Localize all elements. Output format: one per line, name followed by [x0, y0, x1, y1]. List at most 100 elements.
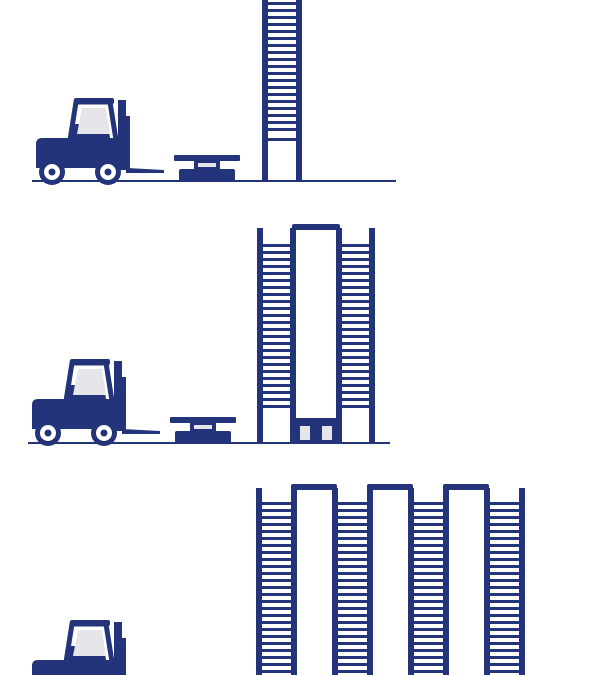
rack-shelf	[263, 307, 290, 310]
rack-shelf	[262, 572, 291, 575]
rack-shelf	[414, 628, 443, 631]
rack-shelf	[414, 586, 443, 589]
rack-shelf	[338, 565, 367, 568]
rack-shelf	[490, 628, 519, 631]
rack-shelf	[490, 516, 519, 519]
rack-shelf	[414, 516, 443, 519]
rack-shelf	[262, 565, 291, 568]
rack-shelf	[262, 614, 291, 617]
rack-shelf	[262, 649, 291, 652]
rack-shelf	[268, 107, 296, 110]
rack-shelf	[490, 565, 519, 568]
rack-shelf	[342, 328, 369, 331]
rack-shelf	[490, 558, 519, 561]
double-tower-scene	[28, 224, 390, 446]
rack-shelf	[414, 649, 443, 652]
rack-shelf	[262, 607, 291, 610]
rack-shelf	[342, 251, 369, 254]
rack-shelf	[338, 663, 367, 666]
rack-shelf	[338, 586, 367, 589]
rack-shelf	[490, 572, 519, 575]
rack-shelf	[338, 572, 367, 575]
rack-shelf	[262, 600, 291, 603]
rack-shelf	[338, 614, 367, 617]
rack-shelf	[263, 342, 290, 345]
rack-shelf	[490, 642, 519, 645]
rack-shelf	[342, 279, 369, 282]
pallet-icon	[174, 155, 240, 181]
rack-shelf	[342, 405, 369, 408]
rack-shelf	[414, 572, 443, 575]
forklift-icon	[32, 359, 160, 446]
rack-shelf	[342, 293, 369, 296]
rack-shelf	[342, 384, 369, 387]
rack-shelf	[268, 44, 296, 47]
rack-shelf	[414, 523, 443, 526]
rack-shelf	[414, 614, 443, 617]
rack-shelf	[262, 628, 291, 631]
storage-tower-icon	[257, 224, 375, 443]
rack-shelf	[342, 335, 369, 338]
rack-post	[291, 488, 297, 675]
rack-shelf	[268, 65, 296, 68]
multi-tower-scene	[32, 484, 525, 675]
rack-shelf	[490, 621, 519, 624]
rack-shelf	[342, 349, 369, 352]
rack-shelf	[490, 663, 519, 666]
storage-tower-icon	[262, 0, 302, 181]
rack-shelf	[263, 384, 290, 387]
rack-shelf	[263, 328, 290, 331]
rack-shelf	[338, 607, 367, 610]
rack-post	[408, 488, 414, 675]
rack-shelf	[263, 321, 290, 324]
rack-shelf	[342, 363, 369, 366]
rack-shelf	[342, 398, 369, 401]
rack-shelf	[342, 391, 369, 394]
rack-shelf	[414, 607, 443, 610]
rack-post	[256, 488, 262, 675]
rack-shelf	[338, 628, 367, 631]
rack-shelf	[414, 663, 443, 666]
rack-shelf	[262, 656, 291, 659]
rack-shelf	[262, 537, 291, 540]
rack-shelf	[263, 251, 290, 254]
rack-shelf	[268, 58, 296, 61]
forklift-icon	[36, 98, 164, 185]
rack-shelf	[414, 593, 443, 596]
rack-shelf	[268, 114, 296, 117]
rack-shelf	[342, 321, 369, 324]
rack-shelf	[342, 265, 369, 268]
rack-shelf	[262, 544, 291, 547]
rack-shelf	[490, 614, 519, 617]
rack-shelf	[263, 272, 290, 275]
rack-shelf	[268, 86, 296, 89]
rack-shelf	[262, 523, 291, 526]
rack-shelf	[342, 272, 369, 275]
rack-shelf	[262, 509, 291, 512]
rack-shelf	[263, 398, 290, 401]
forklift-icon	[32, 620, 160, 675]
rack-shelf	[263, 377, 290, 380]
rack-shelf	[338, 558, 367, 561]
rack-shelf	[262, 593, 291, 596]
rack-shelf	[342, 370, 369, 373]
rack-shelf	[262, 621, 291, 624]
rack-shelf	[262, 586, 291, 589]
rack-shelf	[263, 356, 290, 359]
rack-shelf	[262, 579, 291, 582]
rack-shelf	[338, 656, 367, 659]
rack-shelf	[414, 537, 443, 540]
rack-shelf	[338, 537, 367, 540]
rack-shelf	[490, 600, 519, 603]
rack-shelf	[263, 349, 290, 352]
rack-shelf	[262, 558, 291, 561]
rack-shelf	[268, 2, 296, 5]
rack-shelf	[490, 656, 519, 659]
rack-shelf	[268, 79, 296, 82]
rack-post	[367, 488, 373, 675]
rack-shelf	[490, 579, 519, 582]
rack-shelf	[262, 670, 291, 673]
rack-post	[484, 488, 490, 675]
